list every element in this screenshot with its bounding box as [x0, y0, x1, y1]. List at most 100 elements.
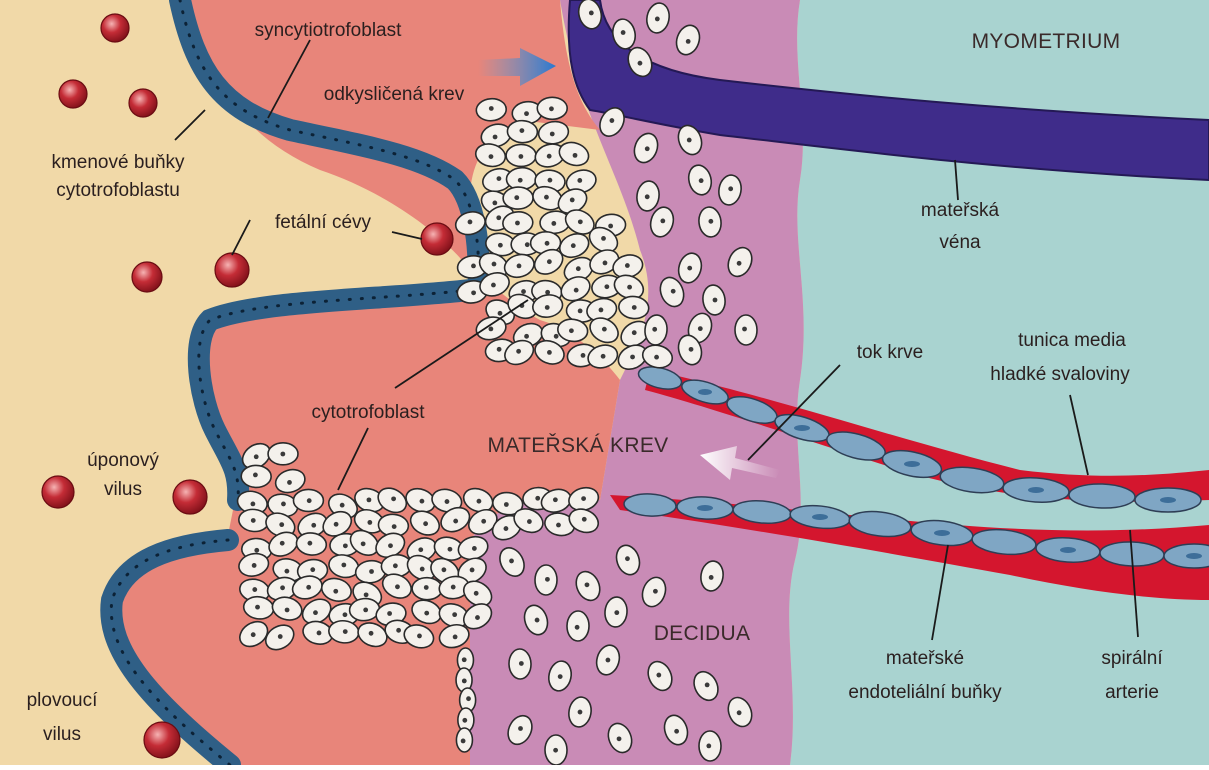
fetal-vessel — [215, 253, 249, 287]
blood-flow-label: tok krve — [857, 342, 924, 363]
cell-nucleus — [391, 496, 396, 501]
cell-nucleus — [608, 224, 613, 229]
cell-nucleus — [474, 591, 479, 596]
cell-nucleus — [519, 661, 524, 666]
cell-nucleus — [252, 587, 257, 592]
cell-nucleus — [306, 585, 311, 590]
fetal-vessel — [101, 14, 129, 42]
cell-nucleus — [709, 575, 714, 580]
cell-nucleus — [574, 288, 579, 293]
cell-nucleus — [343, 543, 348, 548]
cell-nucleus — [516, 349, 521, 354]
tunica-media-label-line2: hladké svaloviny — [990, 364, 1130, 385]
cell-nucleus — [713, 298, 718, 303]
cell-nucleus — [589, 11, 594, 16]
cell-nucleus — [575, 625, 580, 630]
cell-nucleus — [601, 354, 606, 359]
cell-nucleus — [493, 135, 498, 140]
cell-nucleus — [606, 658, 611, 663]
fetal-vessel — [129, 89, 157, 117]
cell-nucleus — [488, 326, 493, 331]
cell-nucleus — [515, 221, 520, 226]
cell-nucleus — [424, 585, 429, 590]
fetal-vessel — [144, 722, 180, 758]
cell-nucleus — [656, 673, 661, 678]
fetal-vessel — [42, 476, 74, 508]
cytotrophoblast-label: cytotrofoblast — [312, 402, 426, 423]
cell-nucleus — [253, 473, 258, 478]
stem-cells-label-line2: cytotrofoblastu — [56, 180, 180, 201]
cell-nucleus — [491, 283, 496, 288]
syncytiotrophoblast-label: syncytiotrofoblast — [255, 20, 403, 41]
cell-nucleus — [554, 334, 559, 339]
cell-nucleus — [333, 589, 338, 594]
cell-nucleus — [451, 585, 456, 590]
fetal-vessel — [173, 480, 207, 514]
cell-nucleus — [518, 154, 523, 159]
cell-nucleus — [468, 220, 473, 225]
cell-nucleus — [524, 334, 529, 339]
cell-nucleus — [280, 452, 285, 457]
cell-nucleus — [461, 739, 466, 744]
cell-nucleus — [601, 236, 606, 241]
cell-nucleus — [524, 111, 529, 116]
cell-nucleus — [489, 154, 494, 159]
cell-nucleus — [317, 631, 322, 636]
cell-nucleus — [498, 311, 503, 316]
cell-nucleus — [396, 628, 401, 633]
cell-nucleus — [340, 503, 345, 508]
floating-villus-label-line2: vilus — [43, 724, 81, 745]
myometrium-label: MYOMETRIUM — [972, 30, 1121, 53]
cell-nucleus — [448, 547, 453, 552]
cell-nucleus — [577, 178, 582, 183]
cell-nucleus — [504, 526, 509, 531]
cell-nucleus — [527, 519, 532, 524]
cell-nucleus — [251, 518, 256, 523]
cell-nucleus — [547, 259, 552, 264]
tunica-media-label-line1: tunica media — [1018, 330, 1126, 351]
cell-nucleus — [621, 30, 626, 35]
cell-nucleus — [545, 290, 550, 295]
cell-nucleus — [364, 592, 369, 597]
cell-nucleus — [285, 608, 290, 613]
cell-nucleus — [645, 194, 650, 199]
cell-nucleus — [544, 195, 549, 200]
cell-nucleus — [737, 261, 742, 266]
cell-nucleus — [341, 563, 346, 568]
cell-nucleus — [517, 263, 522, 268]
cell-nucleus — [423, 521, 428, 526]
cell-nucleus — [251, 632, 256, 637]
cell-nucleus — [470, 568, 475, 573]
cell-nucleus — [645, 146, 650, 151]
cell-nucleus — [278, 634, 283, 639]
cell-nucleus — [625, 263, 630, 268]
cell-nucleus — [632, 305, 637, 310]
maternal-vein-label-line1: mateřská — [921, 200, 1000, 221]
cell-nucleus — [496, 215, 501, 220]
cell-nucleus — [361, 541, 366, 546]
cell-nucleus — [548, 178, 553, 183]
deoxygenated-blood-label: odkysličená krev — [324, 84, 465, 105]
cell-nucleus — [280, 541, 285, 546]
cell-nucleus — [699, 178, 704, 183]
cell-nucleus — [630, 355, 635, 360]
cell-nucleus — [453, 634, 458, 639]
cell-nucleus — [498, 243, 503, 248]
cell-nucleus — [369, 631, 374, 636]
cell-nucleus — [551, 221, 556, 226]
decidua-label: DECIDUA — [654, 622, 751, 645]
cell-nucleus — [578, 710, 583, 715]
cell-nucleus — [708, 219, 713, 224]
cell-nucleus — [570, 198, 575, 203]
cell-nucleus — [393, 563, 398, 568]
spiral-artery-label-line1: spirální — [1101, 648, 1163, 669]
cell-nucleus — [462, 679, 467, 684]
endothelial-cells-label-line1: mateřské — [886, 648, 964, 669]
cell-nucleus — [492, 200, 497, 205]
endothelial-cells-label-line2: endoteliální buňky — [848, 682, 1002, 703]
cell-nucleus — [582, 517, 587, 522]
cell-nucleus — [571, 243, 576, 248]
cell-nucleus — [599, 308, 604, 313]
